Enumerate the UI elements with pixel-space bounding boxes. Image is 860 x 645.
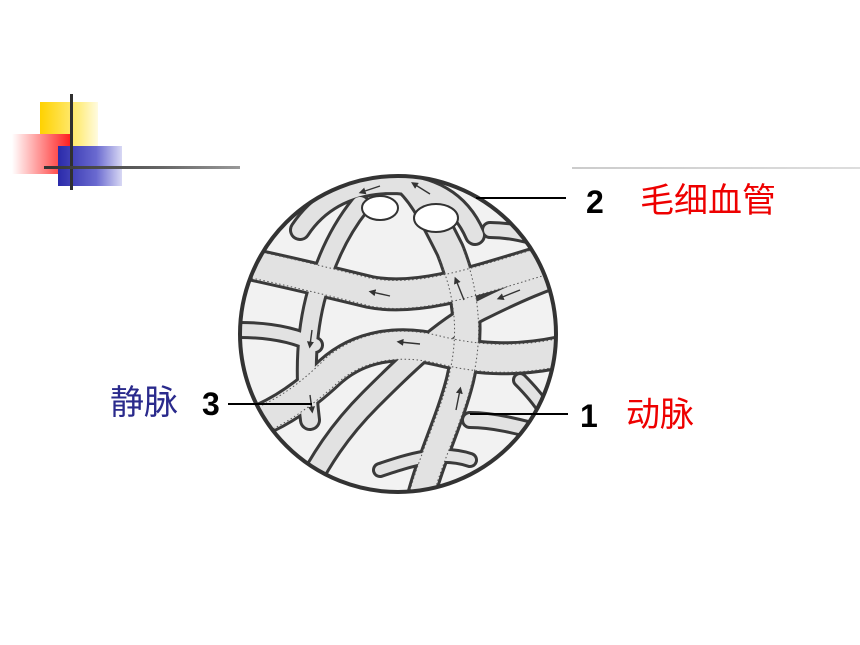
vein-label: 静脉 bbox=[110, 383, 178, 423]
artery-number: 1 bbox=[580, 398, 598, 434]
capillary-label: 毛细血管 bbox=[640, 181, 776, 221]
decor-horizontal-line-right bbox=[572, 167, 860, 169]
decor-horizontal-line-left bbox=[44, 166, 240, 169]
decor-vertical-line bbox=[70, 94, 73, 190]
vein-number: 3 bbox=[202, 386, 220, 422]
artery-label: 动脉 bbox=[626, 395, 694, 435]
capillary-number: 2 bbox=[586, 184, 604, 220]
